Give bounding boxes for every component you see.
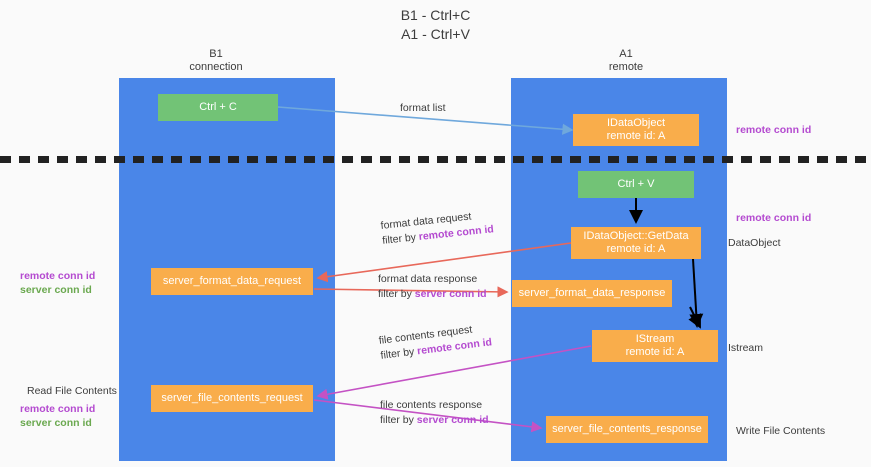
annotation-dataobject: DataObject [728,236,781,250]
edge-label-file-contents-response: file contents response filter by server … [380,398,489,428]
annotation-conn-ids-upper: remote conn id server conn id [20,269,95,297]
annotation-server-conn-id-left-2: server conn id [20,417,92,429]
edge-label-file-contents-request-rot: file contents request filter by remote c… [378,320,493,363]
node-idataobject-label: IDataObject [606,117,666,129]
node-file-req-label: server_file_contents_request [161,392,303,404]
edge-label-file-contents-request: file contents request filter by remote c… [378,324,492,364]
node-file-resp-label: server_file_contents_response [552,423,702,435]
column-header-a1-role: remote [608,61,644,73]
edge-label-file-contents-response-rot: file contents response filter by server … [380,398,489,428]
annotation-dataobject-text: DataObject [728,237,781,249]
edge-label-file-contents-response-text: file contents response [380,399,483,411]
node-idataobject-getdata[interactable]: IDataObject::GetData remote id: A [571,227,701,259]
page-title-line-1: B1 - Ctrl+C [400,7,471,23]
annotation-remote-conn-id-mid: remote conn id [736,211,811,225]
node-ctrl-c-label: Ctrl + C [199,101,237,113]
annotation-remote-conn-id-top-text: remote conn id [736,124,812,136]
column-header-a1-name: A1 [619,48,633,60]
edge-label-format-data-request: format data request filter by remote con… [380,210,494,249]
annotation-istream-text: Istream [728,342,764,354]
annotation-read-file-contents: Read File Contents [27,384,117,398]
annotation-remote-conn-id-left-2: remote conn id [20,403,96,415]
column-header-b1: B1 connection [138,48,294,74]
edge-label-format-data-response-filter-key: server conn id [414,288,487,300]
edge-label-format-data-response-filter-prefix: filter by [378,288,415,300]
node-fmt-resp-label: server_format_data_response [518,287,666,299]
annotation-remote-conn-id-top: remote conn id [736,123,811,137]
node-server-file-contents-response[interactable]: server_file_contents_response [546,416,708,443]
annotation-write-file-contents: Write File Contents [736,424,825,438]
node-server-file-contents-request[interactable]: server_file_contents_request [151,385,313,412]
edge-label-format-list: format list [400,101,446,116]
node-idataobject[interactable]: IDataObject remote id: A [573,114,699,146]
column-header-a1: A1 remote [548,48,704,74]
node-istream-sublabel: remote id: A [625,346,685,358]
node-ctrl-c[interactable]: Ctrl + C [158,94,278,121]
edge-label-file-contents-response-filter-key: server conn id [416,414,489,426]
node-idataobject-sublabel: remote id: A [606,130,666,142]
node-fmt-req-label: server_format_data_request [162,275,302,287]
node-server-format-data-request[interactable]: server_format_data_request [151,268,313,295]
edge-label-format-list-text: format list [400,102,446,114]
phase-divider [0,156,871,163]
annotation-server-conn-id-left: server conn id [20,284,92,296]
annotation-istream: Istream [728,341,763,355]
node-ctrl-v-label: Ctrl + V [617,178,655,190]
edge-label-format-data-response-rot: format data response filter by server co… [378,272,487,302]
column-header-b1-name: B1 [209,48,223,60]
edge-label-file-contents-request-filter-prefix: filter by [379,345,418,362]
node-istream[interactable]: IStream remote id: A [592,330,718,362]
edge-label-file-contents-response-filter-prefix: filter by [380,414,417,426]
annotation-write-file-contents-text: Write File Contents [736,425,826,437]
node-getdata-label: IDataObject::GetData [583,230,689,242]
annotation-read-file-contents-text: Read File Contents [27,385,117,397]
edge-label-format-data-request-filter-prefix: filter by [381,231,420,247]
node-server-format-data-response[interactable]: server_format_data_response [512,280,672,307]
annotation-remote-conn-id-mid-text: remote conn id [736,212,812,224]
page-title-line-2: A1 - Ctrl+V [401,26,470,42]
node-ctrl-v[interactable]: Ctrl + V [578,171,694,198]
column-header-b1-role: connection [189,61,243,73]
page-title: B1 - Ctrl+C A1 - Ctrl+V [0,6,871,44]
edge-label-format-data-request-rot: format data request filter by remote con… [380,207,495,249]
node-istream-label: IStream [635,333,675,345]
edge-label-format-data-response-text: format data response [378,273,478,285]
edge-label-format-data-response: format data response filter by server co… [378,272,487,302]
node-getdata-sublabel: remote id: A [606,243,666,255]
annotation-remote-conn-id-left: remote conn id [20,270,96,282]
annotation-conn-ids-lower: remote conn id server conn id [20,402,95,430]
